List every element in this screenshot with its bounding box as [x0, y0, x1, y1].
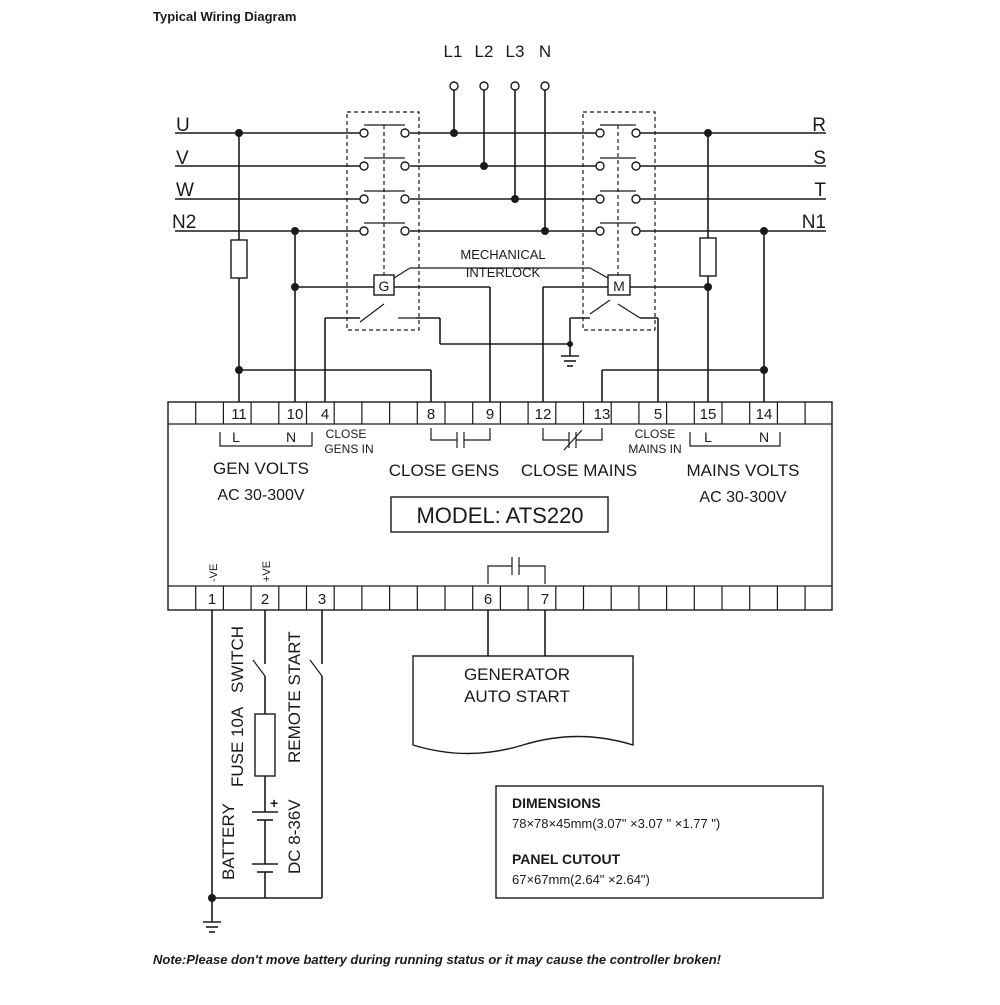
terminal-4: 4 [321, 406, 329, 423]
mains-line-label-s: S [813, 148, 826, 169]
pos-ve-label: +VE [261, 561, 273, 582]
gen-sensing-wiring [230, 129, 570, 402]
gen-ln-bracket [219, 432, 313, 447]
terminal-12: 12 [535, 406, 552, 423]
interlock-label-line2: INTERLOCK [466, 265, 541, 280]
gen-n-label: N [286, 429, 296, 445]
gen-volts-label: GEN VOLTS [213, 459, 309, 478]
top-terminal-strip [195, 402, 806, 424]
gen-coil-label: G [379, 278, 390, 294]
mains-ln-bracket [689, 432, 781, 447]
bottom-terminal-strip [195, 586, 806, 610]
dc-voltage-label: DC 8-36V [285, 799, 304, 874]
terminal-3: 3 [318, 591, 326, 608]
mains-line-label-r: R [812, 115, 826, 136]
terminal-6: 6 [484, 591, 492, 608]
gen-volts-range: AC 30-300V [217, 487, 304, 504]
generator-auto-start-block [412, 610, 634, 755]
gen-sense-fuse-icon [230, 239, 248, 279]
close-mains-label: CLOSE MAINS [521, 461, 637, 480]
gen-l-label: L [232, 429, 240, 445]
load-feeders [449, 81, 550, 235]
terminal-8: 8 [427, 406, 435, 423]
terminal-9: 9 [486, 406, 494, 423]
gen-bus-lines [175, 132, 826, 232]
switch-label: SWITCH [228, 626, 247, 693]
terminal-14: 14 [756, 406, 773, 423]
dimensions-box [495, 785, 824, 899]
mains-l-label: L [704, 429, 712, 445]
interlock-label-line1: MECHANICAL [460, 247, 545, 262]
terminal-label-l1: L1 [444, 42, 463, 61]
mains-coil-label: M [613, 278, 625, 294]
battery-plus-label: + [270, 795, 278, 811]
mains-volts-label: MAINS VOLTS [686, 461, 799, 480]
ground-icon [561, 318, 579, 367]
model-label: MODEL: ATS220 [416, 503, 583, 528]
terminal-label-l2: L2 [475, 42, 494, 61]
terminal-10: 10 [287, 406, 304, 423]
panel-cutout-value: 67×67mm(2.64" ×2.64") [512, 872, 650, 887]
dimensions-value: 78×78×45mm(3.07" ×3.07 " ×1.77 ") [512, 816, 720, 831]
fuse-label: FUSE 10A [228, 706, 247, 787]
terminal-1: 1 [208, 591, 216, 608]
battery-warning-note: Note:Please don't move battery during ru… [153, 952, 722, 967]
mains-volts-range: AC 30-300V [699, 489, 786, 506]
terminal-15: 15 [700, 406, 717, 423]
auto-start-contact-icon [487, 557, 546, 584]
dc-supply-wiring [203, 610, 323, 933]
mains-line-label-t: T [814, 180, 826, 201]
close-gens-label: CLOSE GENS [389, 461, 500, 480]
close-gens-in-label-2: GENS IN [324, 442, 373, 456]
terminal-2: 2 [261, 591, 269, 608]
diagram-title: Typical Wiring Diagram [153, 9, 296, 24]
mains-contactor: M [582, 111, 656, 331]
neg-ve-label: -VE [208, 564, 220, 582]
mains-line-label-n1: N1 [802, 212, 826, 233]
mains-sense-fuse-icon [699, 237, 717, 277]
terminal-11: 11 [231, 406, 247, 423]
gen-line-label-n2: N2 [172, 212, 196, 233]
gen-line-label-v: V [176, 148, 189, 169]
terminal-label-n: N [539, 42, 551, 61]
terminal-13: 13 [594, 406, 611, 423]
close-gens-in-label-1: CLOSE [326, 427, 367, 441]
close-mains-in-label-1: CLOSE [635, 427, 676, 441]
terminal-7: 7 [541, 591, 549, 608]
gen-contactor: G [346, 111, 590, 331]
panel-cutout-title: PANEL CUTOUT [512, 851, 621, 867]
model-box [390, 496, 609, 533]
close-gens-contact-icon [430, 428, 491, 448]
battery-label: BATTERY [219, 803, 238, 880]
dimensions-title: DIMENSIONS [512, 795, 601, 811]
mains-sensing-wiring [542, 129, 768, 402]
gen-auto-start-label-2: AUTO START [464, 687, 570, 706]
fuse-10a-icon [254, 713, 276, 777]
gen-line-label-u: U [176, 115, 190, 136]
terminal-5: 5 [654, 406, 662, 423]
mains-n-label: N [759, 429, 769, 445]
remote-start-label: REMOTE START [285, 631, 304, 763]
gen-auto-start-label-1: GENERATOR [464, 665, 570, 684]
close-mains-in-label-2: MAINS IN [628, 442, 681, 456]
gen-line-label-w: W [176, 180, 194, 201]
terminal-label-l3: L3 [506, 42, 525, 61]
close-mains-contact-icon [542, 428, 603, 451]
